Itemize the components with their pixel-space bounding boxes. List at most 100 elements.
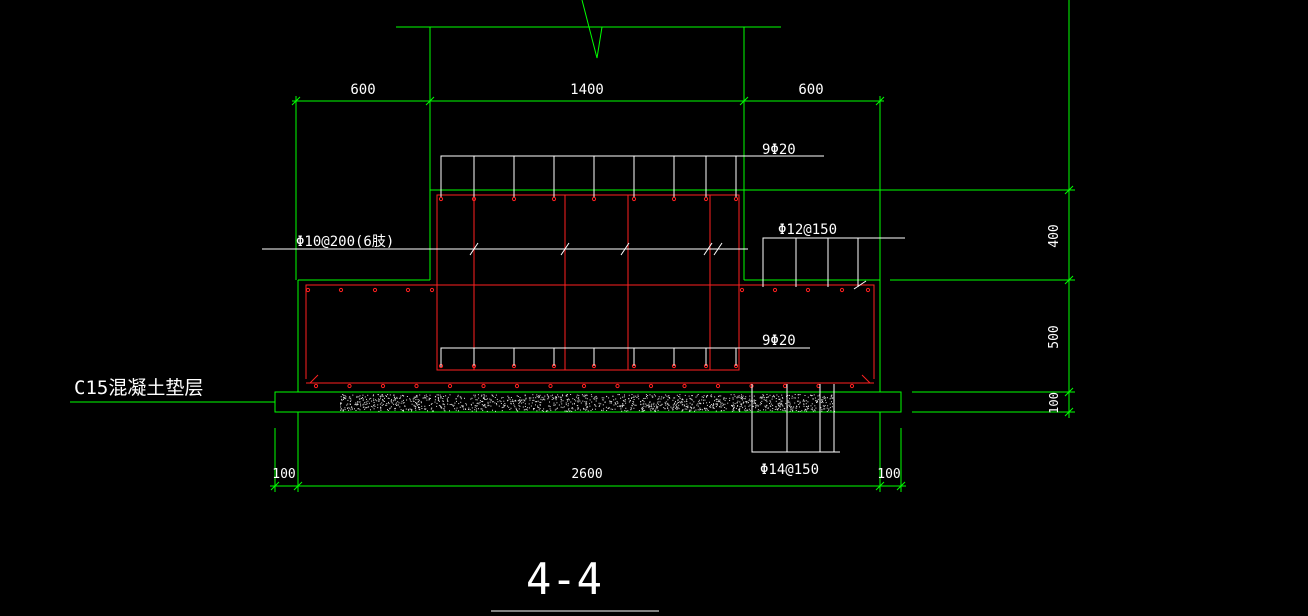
hatch-speck	[437, 397, 439, 398]
hatch-speck	[527, 407, 529, 409]
hatch-speck	[425, 408, 427, 410]
hatch-speck	[535, 404, 536, 406]
hatch-speck	[738, 409, 740, 411]
hatch-speck	[348, 397, 350, 399]
hatch-speck	[415, 399, 417, 401]
hatch-speck	[706, 402, 708, 404]
hatch-speck	[810, 408, 812, 410]
hatch-speck	[357, 401, 359, 403]
hatch-speck	[492, 401, 494, 403]
hatch-speck	[562, 400, 564, 402]
hatch-speck	[711, 396, 713, 398]
hatch-speck	[628, 401, 630, 403]
hatch-speck	[753, 402, 755, 404]
hatch-speck	[459, 396, 461, 398]
hatch-speck	[365, 407, 367, 409]
label-bottom-bars: 9Φ20	[762, 333, 796, 349]
hatch-speck	[600, 403, 602, 405]
hatch-speck	[714, 400, 715, 402]
hatch-speck	[571, 407, 573, 409]
hatch-speck	[628, 398, 630, 400]
hatch-speck	[530, 405, 532, 407]
hatch-speck	[344, 407, 346, 409]
hatch-speck	[795, 410, 797, 411]
hatch-speck	[763, 395, 765, 397]
hatch-speck	[352, 408, 353, 410]
hatch-speck	[374, 404, 376, 406]
hatch-speck	[483, 398, 485, 399]
hatch-speck	[485, 395, 487, 397]
top-dim-tick-3	[739, 96, 749, 106]
hatch-speck	[560, 401, 562, 403]
hatch-speck	[744, 405, 746, 407]
rebar-dot-column-top	[671, 196, 677, 202]
hatch-speck	[424, 405, 426, 407]
hatch-speck	[667, 406, 669, 408]
hatch-speck	[526, 409, 528, 411]
hatch-speck	[789, 401, 791, 403]
hatch-speck	[675, 403, 677, 405]
hatch-speck	[444, 406, 446, 408]
hatch-speck	[533, 408, 534, 409]
hatch-speck	[362, 394, 364, 396]
hatch-speck	[668, 395, 670, 397]
hatch-speck	[397, 401, 399, 403]
hatch-speck	[367, 394, 369, 396]
hatch-speck	[557, 407, 558, 409]
hatch-speck	[460, 396, 462, 398]
section-title: 4-4	[526, 554, 602, 605]
hatch-speck	[717, 398, 719, 400]
hatch-speck	[514, 400, 516, 402]
hatch-speck	[510, 403, 512, 405]
hatch-speck	[707, 394, 709, 396]
hatch-speck	[826, 407, 828, 409]
hatch-speck	[734, 395, 736, 397]
hatch-speck	[577, 400, 579, 402]
hatch-speck	[723, 397, 725, 399]
hatch-speck	[743, 398, 745, 400]
hatch-speck	[677, 399, 679, 401]
hatch-speck	[611, 401, 613, 402]
hatch-speck	[388, 403, 390, 405]
hatch-speck	[732, 404, 734, 406]
hatch-speck	[686, 408, 688, 410]
hatch-speck	[615, 403, 617, 405]
hatch-speck	[583, 408, 585, 410]
hatch-speck	[436, 394, 438, 396]
hatch-speck	[455, 398, 457, 400]
hatch-speck	[587, 410, 589, 412]
hatch-speck	[679, 394, 681, 396]
hatch-speck	[748, 405, 750, 407]
hatch-speck	[546, 394, 548, 396]
hatch-speck	[428, 405, 430, 406]
label-stirrups: Φ10@200(6肢)	[296, 234, 394, 250]
hatch-speck	[513, 404, 515, 406]
hatch-speck	[359, 395, 361, 397]
hatch-speck	[595, 395, 597, 397]
hatch-speck	[805, 406, 807, 407]
hatch-speck	[715, 410, 717, 412]
hatch-speck	[460, 401, 462, 403]
hatch-speck	[539, 404, 541, 406]
hatch-speck	[669, 397, 671, 399]
rebar-dot-bottom	[548, 383, 553, 389]
hatch-speck	[518, 405, 520, 407]
hatch-speck	[771, 398, 773, 400]
hatch-speck	[634, 404, 636, 406]
hatch-speck	[389, 407, 391, 409]
hatch-speck	[517, 400, 519, 402]
hatch-speck	[699, 402, 700, 404]
hatch-speck	[642, 407, 644, 409]
hatch-speck	[760, 402, 761, 404]
hatch-speck	[474, 406, 476, 408]
hatch-speck	[720, 405, 722, 407]
hatch-speck	[828, 409, 830, 411]
hatch-speck	[507, 395, 509, 397]
hatch-speck	[355, 404, 357, 406]
hatch-speck	[595, 405, 597, 407]
hatch-speck	[484, 399, 486, 400]
hatch-speck	[387, 394, 389, 396]
hatch-speck	[733, 394, 735, 396]
hatch-speck	[406, 396, 408, 397]
hatch-speck	[720, 403, 722, 405]
